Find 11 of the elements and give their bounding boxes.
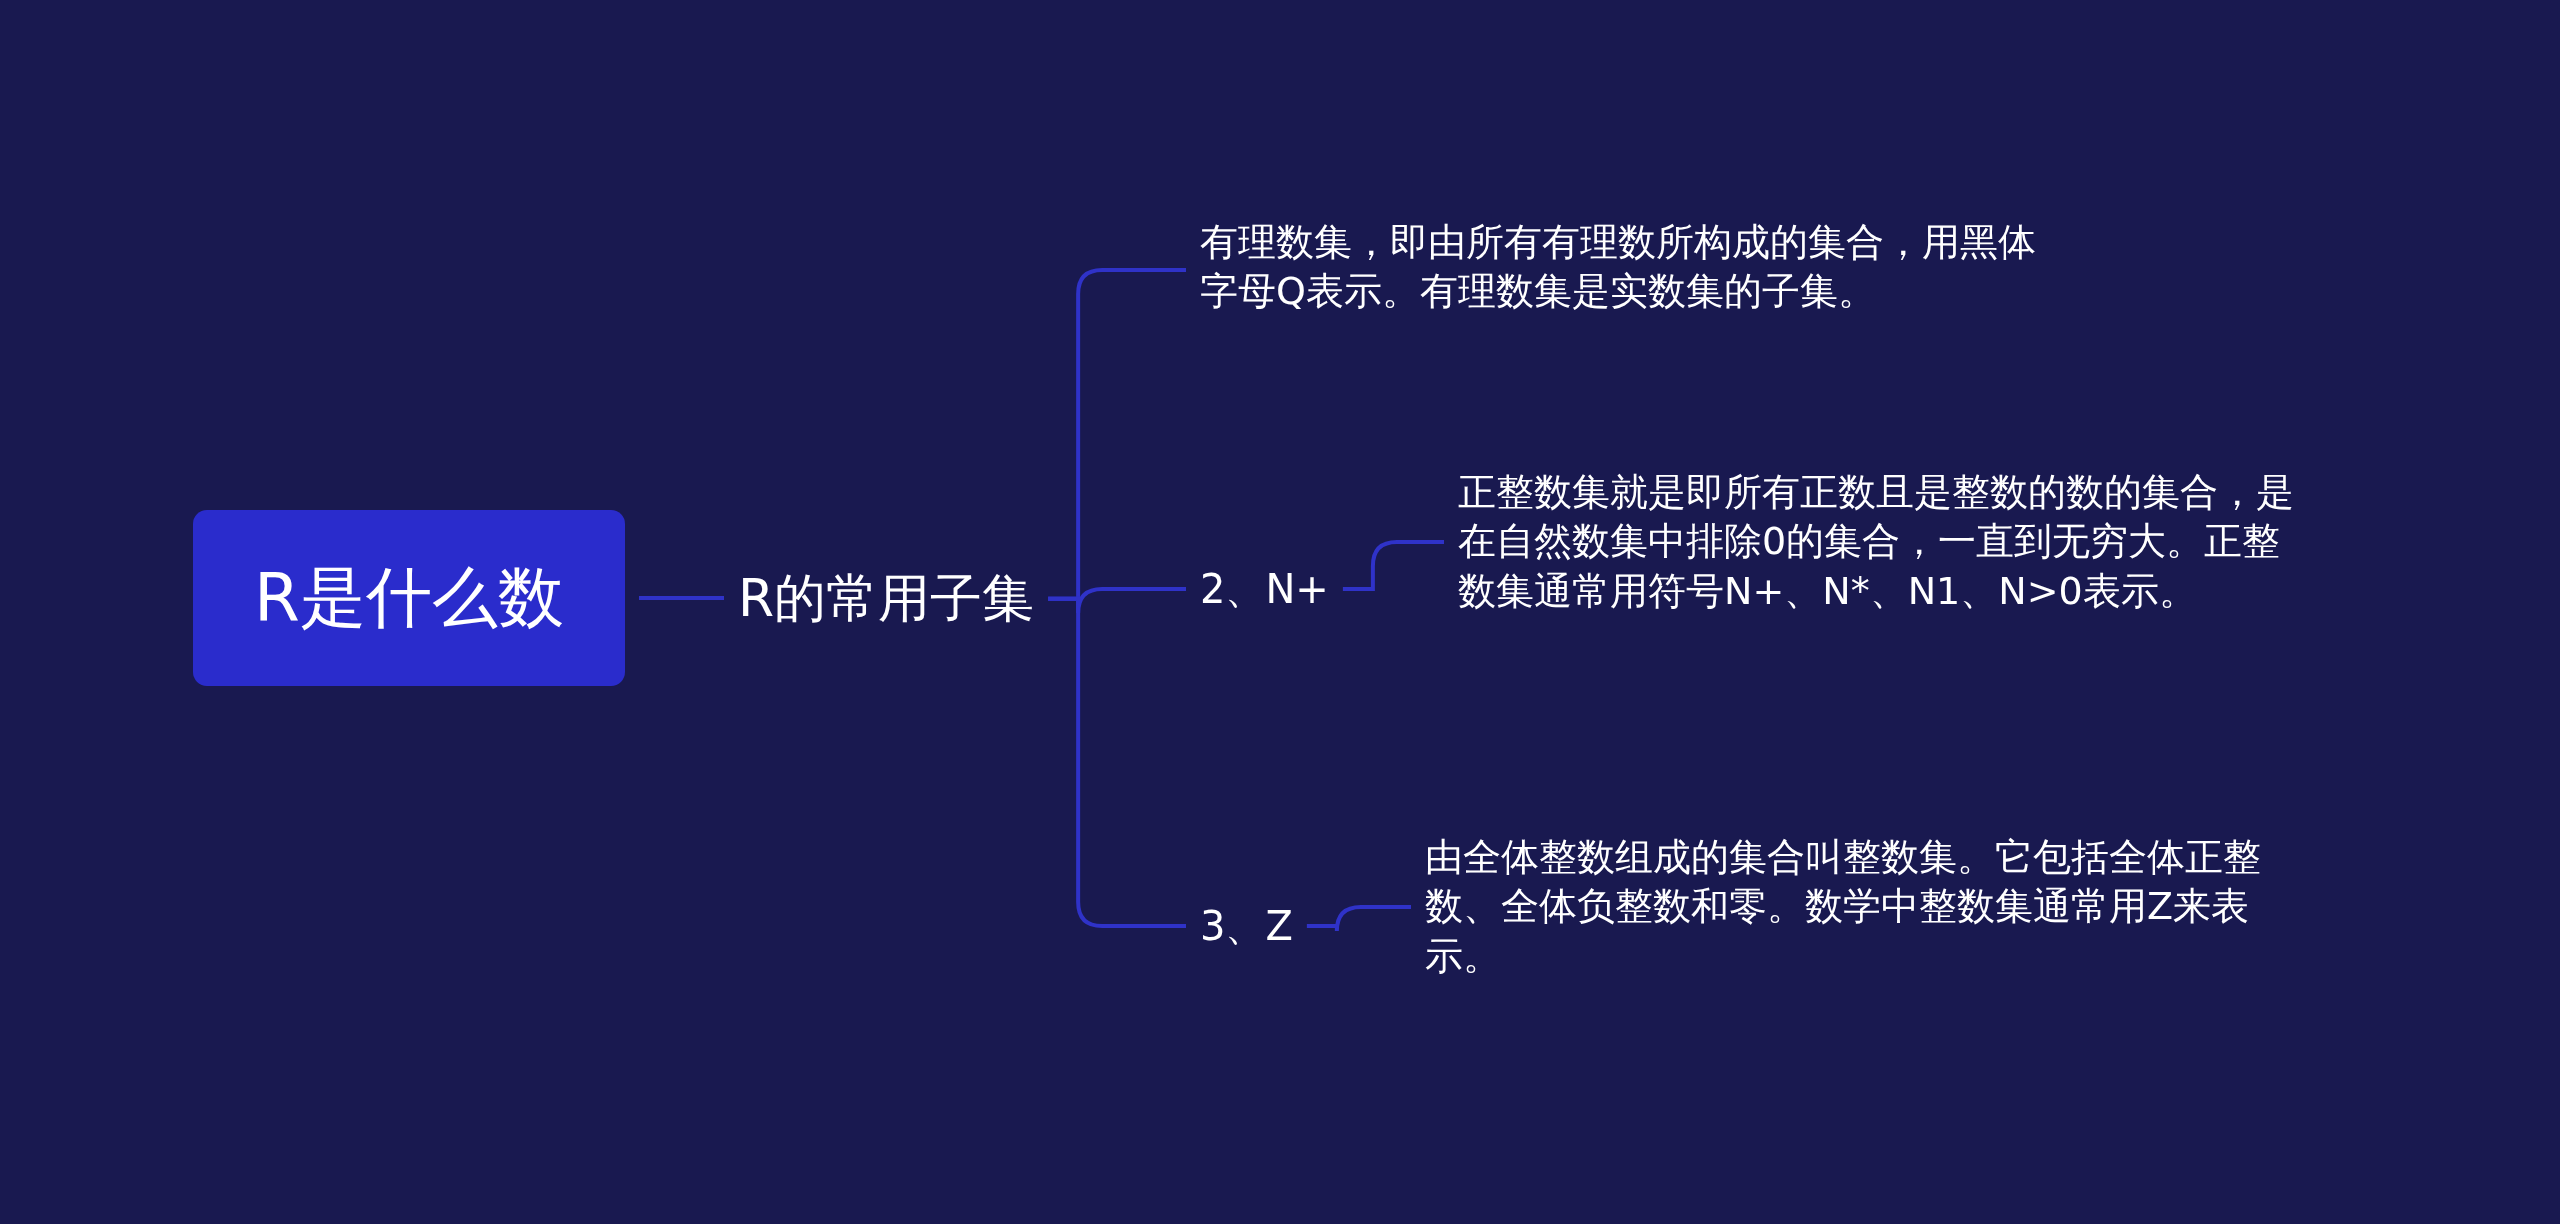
connector-line	[1342, 540, 1444, 591]
note-text: 由全体整数组成的集合叫整数集。它包括全体正整数、全体负整数和零。数学中整数集通常用Z来表示。	[1425, 833, 2265, 982]
branch-label: 2、N+	[1200, 563, 1329, 615]
note-text: 有理数集，即由所有有理数所构成的集合，用黑体字母Q表示。有理数集是实数集的子集。	[1200, 218, 2040, 317]
topic-box: R是什么数	[193, 510, 625, 686]
connector-line	[639, 596, 724, 600]
branch-label: R的常用子集	[738, 565, 1035, 633]
note-text: 正整数集就是即所有正数且是整数的数的集合，是在自然数集中排除0的集合，一直到无穷大。正整数集通常用符号N+、N*、N1、N>0表示。	[1458, 468, 2298, 617]
connector-line	[1048, 596, 1186, 928]
connector-line	[1306, 905, 1411, 934]
branch-label: 3、Z	[1200, 900, 1293, 952]
